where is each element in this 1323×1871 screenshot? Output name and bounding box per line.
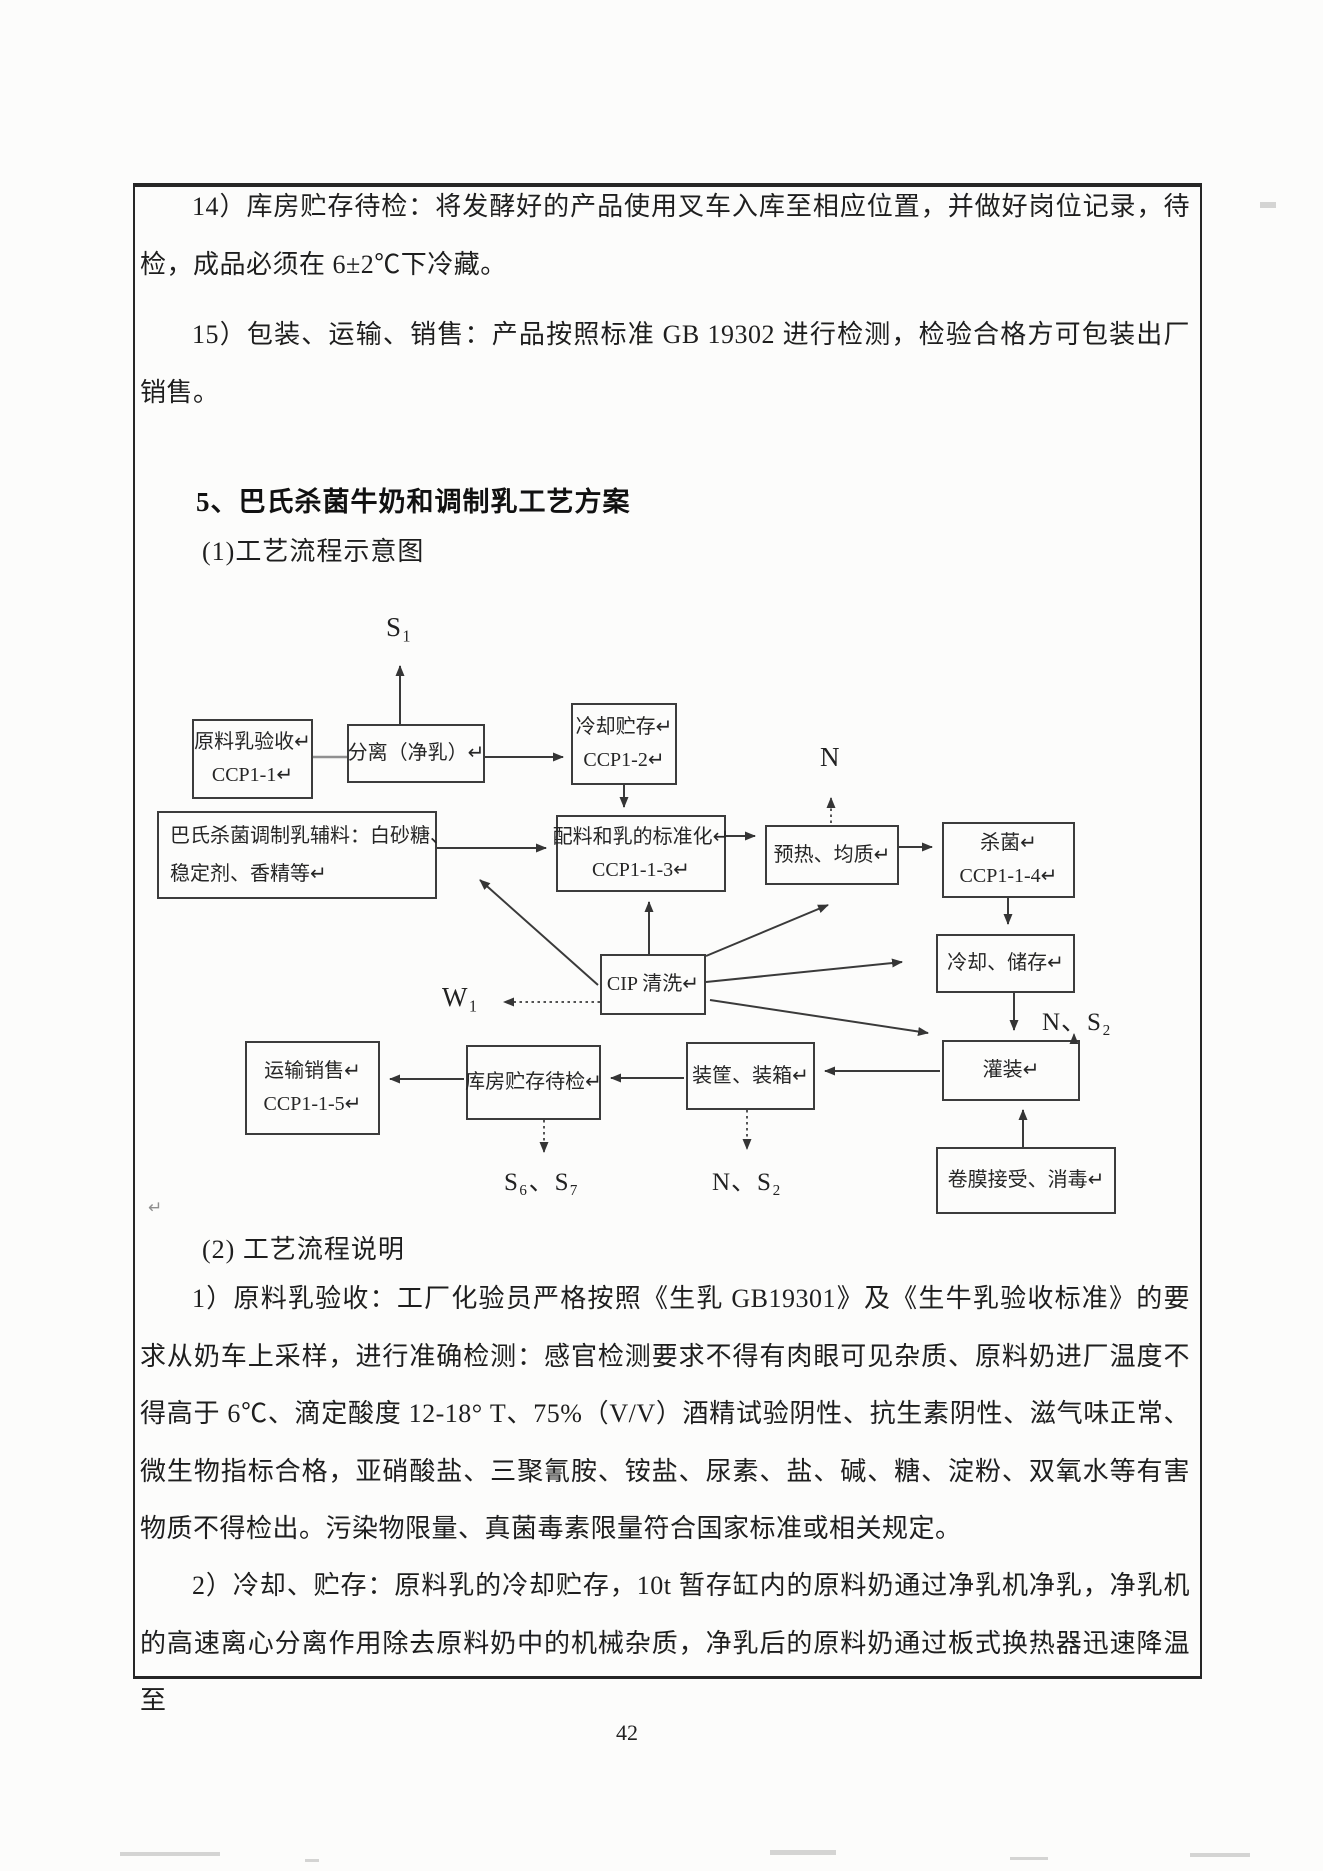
scan-artifact xyxy=(120,1852,220,1856)
label-ns2-crating: N、S₂ xyxy=(712,1169,782,1196)
box-line: 冷却贮存↵ xyxy=(575,716,673,738)
scan-artifact xyxy=(1260,202,1276,208)
box-line: 运输销售↵ xyxy=(264,1060,361,1082)
box-line: CCP1-1-4↵ xyxy=(959,865,1058,887)
scan-artifact xyxy=(1190,1853,1250,1857)
box-line: 预热、均质↵ xyxy=(773,843,891,866)
label-w1: W₁ xyxy=(442,982,479,1012)
page-number: 42 xyxy=(616,1720,638,1745)
scan-artifact xyxy=(305,1859,319,1862)
box-line: CCP1-1-3↵ xyxy=(592,858,690,881)
flow-box-cool-store: 冷却、储存↵ xyxy=(936,934,1075,993)
label-s6-s7: S₆、S₇ xyxy=(504,1169,580,1196)
flow-box-preheat-homogenize: 预热、均质↵ xyxy=(765,825,899,885)
box-line: CCP1-1-5↵ xyxy=(263,1093,362,1115)
box-line: 原料乳验收↵ xyxy=(194,731,311,753)
paragraph-14: 14）库房贮存待检：将发酵好的产品使用叉车入库至相应位置，并做好岗位记录，待检，… xyxy=(140,192,1190,279)
paragraph-1: 1）原料乳验收：工厂化验员严格按照《生乳 GB19301》及《生牛乳验收标准》的… xyxy=(140,1284,1190,1543)
flow-box-standardization: 配料和乳的标准化↵ CCP1-1-3↵ xyxy=(553,815,729,892)
box-line: 稳定剂、香精等↵ xyxy=(170,863,327,885)
flow-box-warehouse-storage: 库房贮存待检↵ xyxy=(465,1045,602,1120)
box-line: 灌装↵ xyxy=(982,1059,1040,1081)
box-line: 分离（净乳）↵ xyxy=(347,742,485,764)
flow-box-filling: 灌装↵ xyxy=(942,1040,1080,1101)
box-line: CCP1-2↵ xyxy=(583,749,665,771)
flow-box-transport-sales: 运输销售↵ CCP1-1-5↵ xyxy=(245,1041,380,1135)
box-line: 库房贮存待检↵ xyxy=(465,1071,602,1093)
stray-return-mark: ↵ xyxy=(148,1198,163,1217)
section-heading: 5、巴氏杀菌牛奶和调制乳工艺方案 xyxy=(196,487,631,517)
flow-box-auxiliary-materials: 巴氏杀菌调制乳辅料：白砂糖、 稳定剂、香精等↵ xyxy=(157,811,450,899)
scan-artifact xyxy=(1010,1857,1048,1860)
box-line: 杀菌↵ xyxy=(980,832,1037,854)
flow-box-cooling-storage: 冷却贮存↵ CCP1-2↵ xyxy=(571,703,677,785)
box-line: 冷却、储存↵ xyxy=(947,952,1064,974)
flow-box-cip-cleaning: CIP 清洗↵ xyxy=(600,954,706,1015)
flow-box-separation: 分离（净乳）↵ xyxy=(347,724,485,783)
flow-box-sterilization: 杀菌↵ CCP1-1-4↵ xyxy=(942,822,1075,898)
box-line: CIP 清洗↵ xyxy=(606,973,700,995)
box-line: 巴氏杀菌调制乳辅料：白砂糖、 xyxy=(170,825,450,847)
label-ns2-filling: N、S₂ xyxy=(1042,1009,1112,1036)
flow-box-raw-milk-acceptance: 原料乳验收↵ CCP1-1↵ xyxy=(192,719,313,799)
label-s1: S₁ xyxy=(386,612,413,642)
box-line: CCP1-1↵ xyxy=(211,764,294,786)
box-line: 装筐、装箱↵ xyxy=(692,1064,809,1087)
box-line: 配料和乳的标准化↵ xyxy=(552,825,730,848)
flow-box-film-receiving: 卷膜接受、消毒↵ xyxy=(936,1147,1116,1214)
paragraph-15: 15）包装、运输、销售：产品按照标准 GB 19302 进行检测，检验合格方可包… xyxy=(140,320,1190,407)
flow-box-crating-boxing: 装筐、装箱↵ xyxy=(686,1042,815,1110)
subheading-flow-diagram: (1)工艺流程示意图 xyxy=(202,537,425,566)
paragraph-2: 2）冷却、贮存：原料乳的冷却贮存，10t 暂存缸内的原料奶通过净乳机净乳，净乳机… xyxy=(140,1571,1190,1715)
box-line: 卷膜接受、消毒↵ xyxy=(947,1169,1105,1191)
subheading-flow-description: (2) 工艺流程说明 xyxy=(202,1235,405,1264)
table-frame xyxy=(133,183,1202,1679)
scan-artifact xyxy=(770,1850,836,1855)
label-n: N xyxy=(820,742,841,772)
